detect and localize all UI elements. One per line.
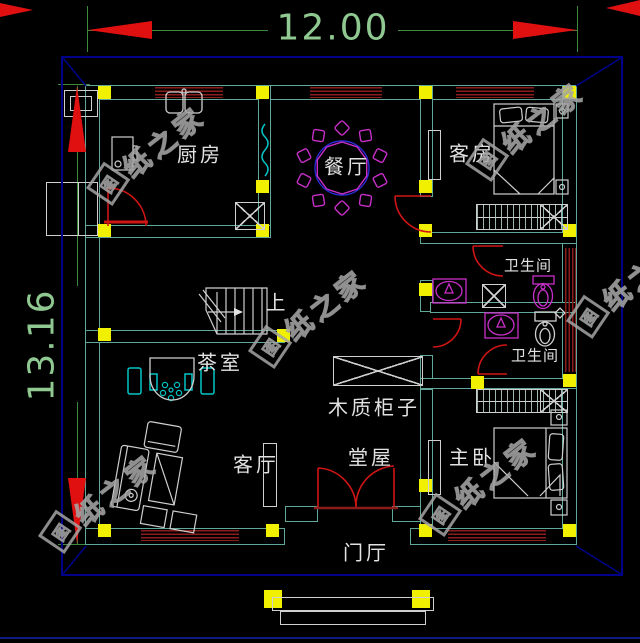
wall-entry-stub-left [285,506,318,522]
room-label-dining: 餐厅 [324,154,370,179]
dimension-arrows [0,0,640,544]
toilet-upper [532,275,555,310]
sofa-set [110,421,198,534]
side-platform [46,182,98,236]
porch-column-right [412,590,430,608]
exterior-ledge-inner [70,96,92,111]
column [563,374,576,387]
dim-left-line-a [77,86,78,286]
room-label-bath-upper: 卫生间 [503,256,553,275]
column [266,524,279,537]
bath-upper-fixtures [432,275,555,310]
stairs-up-arrow [234,308,243,316]
window-bath-right [565,248,576,372]
stairs-up-label: 上 [265,290,289,315]
room-label-kitchen: 厨房 [177,142,223,167]
column [419,524,432,537]
tea-chair-left [127,367,142,395]
master-nightstand [550,499,568,516]
kitchen-opening-zigzag [261,123,269,177]
column [471,376,484,389]
master-nightstand [550,409,568,426]
column [256,86,269,99]
guest-nightstand [555,103,569,119]
toilet-lower [534,307,566,347]
column [419,86,432,99]
column [98,328,111,341]
door-bath-upper [472,245,504,277]
kitchen-flue [235,202,265,230]
door-guest [394,195,432,233]
window-dining [310,87,382,98]
window-master [448,530,546,541]
door-main-double [314,465,398,510]
stairs [198,287,268,335]
room-label-guest: 客房 [449,141,495,166]
wall-kitchen-bottom [85,225,271,238]
column [98,224,111,237]
dim-left-tick-top [58,84,90,85]
column [277,329,290,342]
door-bath-lower [477,344,508,375]
porch-column-left [264,590,282,608]
wood-cabinet-box [333,356,423,386]
roof-outline [61,56,623,576]
sink-alcove [432,278,467,304]
column [98,86,111,99]
door-kitchen [104,187,148,227]
window-living [141,530,239,541]
column [563,524,576,537]
door-corridor [432,318,462,348]
column [419,283,432,296]
column [419,224,432,237]
kitchen-stove [111,136,138,171]
cabinet-living-wall [263,443,277,507]
tea-chair-right [200,367,215,395]
room-label-bath-lower: 卫生间 [510,346,560,365]
ground-line [0,637,640,639]
column [419,180,432,193]
room-label-hall: 堂屋 [348,445,394,470]
dim-top-tick-right [577,6,578,52]
room-label-tea: 茶室 [197,350,243,375]
dim-left-line-b [77,402,78,544]
tea-table [149,357,195,401]
wardrobe-guest-xsection [540,204,568,230]
porch-step-lower [280,611,426,625]
doors [104,187,508,510]
kitchen-sink [165,88,203,114]
column [256,180,269,193]
wardrobe-master-xsection [540,389,568,413]
cabinet-guest-wall [428,130,441,180]
label-wood-cabinet: 木质柜子 [328,395,420,420]
cabinet-master-wall [428,440,441,495]
dining-table-set [296,120,388,216]
dim-top-value: 12.00 [276,7,390,49]
wall-below-guest [420,232,577,244]
room-label-master: 主卧 [449,445,495,470]
room-label-living: 客厅 [233,452,279,477]
sink-lower [484,312,519,339]
guest-nightstand [555,179,569,195]
room-label-foyer: 门厅 [343,540,389,565]
dim-top-tick-left [87,6,88,52]
cyan-elements [127,123,269,402]
dim-top-line-b [398,30,577,31]
dim-left-tick-bottom [58,544,90,545]
porch-step-upper [272,597,434,611]
window-guest [456,87,534,98]
shower-box [482,284,506,308]
dim-top-line-a [88,30,268,31]
tea-plant [159,381,183,402]
dining-chairs [296,120,388,216]
bath-lower-fixtures [484,307,566,347]
side-platform-line [78,183,79,235]
column [98,524,111,537]
guest-bed [493,103,569,195]
column [563,86,576,99]
master-bed [493,409,568,516]
